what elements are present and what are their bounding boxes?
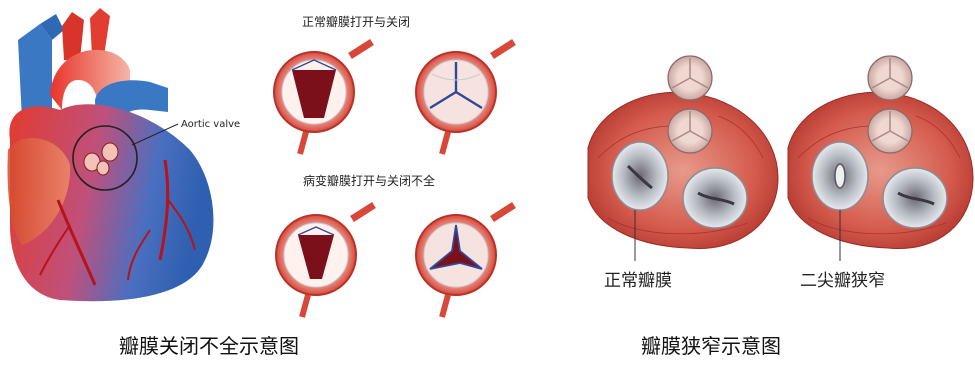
normal-valve-title: 正常瓣膜打开与关闭	[302, 15, 410, 29]
regurgitation-caption: 瓣膜关闭不全示意图	[119, 330, 299, 359]
heart-illustration: Aortic valve 正常瓣膜打开与关闭 病变瓣膜打开与关闭不全	[0, 0, 520, 320]
mitral-stenosis-cross-section: 二尖瓣狭窄	[788, 56, 973, 291]
diseased-valve-title: 病变瓣膜打开与关闭不全	[303, 173, 435, 188]
regurgitation-diagram: Aortic valve 正常瓣膜打开与关闭 病变瓣膜打开与关闭不全	[0, 0, 520, 320]
mitral-stenosis-label: 二尖瓣狭窄	[800, 271, 885, 291]
diseased-valve-closed	[416, 205, 514, 317]
stenosis-diagram: 正常瓣膜 二尖瓣狭窄	[578, 48, 975, 318]
valve-cross-sections: 正常瓣膜 二尖瓣狭窄	[578, 48, 975, 318]
stenosis-caption: 瓣膜狭窄示意图	[641, 330, 781, 359]
diseased-valve-open	[276, 205, 374, 317]
normal-valve-open	[274, 42, 372, 154]
normal-valve-closed	[416, 42, 514, 154]
normal-valve-cross-section: 正常瓣膜	[588, 56, 778, 291]
normal-valve-label: 正常瓣膜	[604, 271, 672, 291]
aortic-valve-label: Aortic valve	[181, 119, 240, 130]
